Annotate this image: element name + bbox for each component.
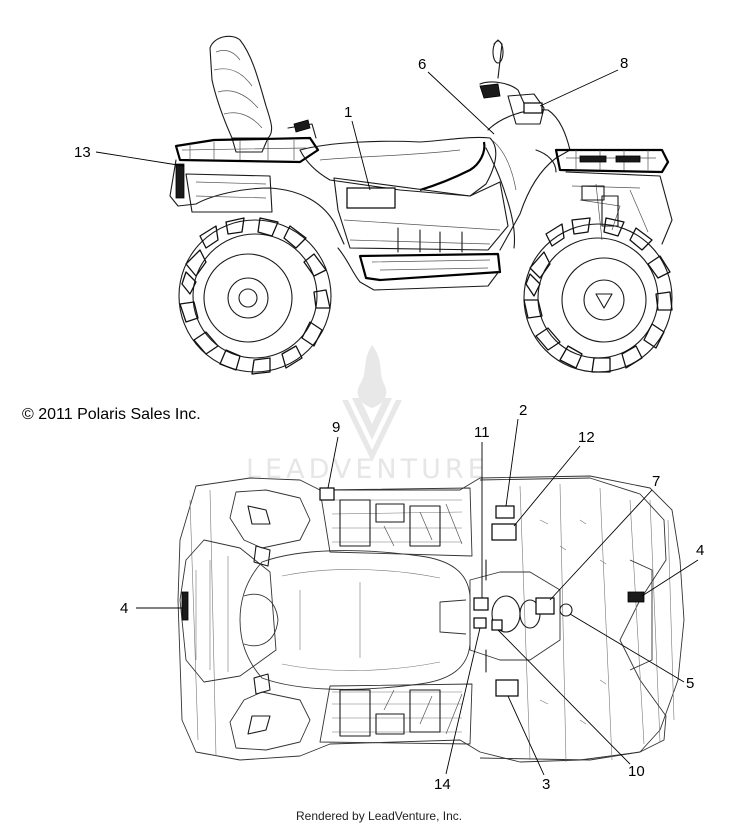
- callout-3: 3: [542, 776, 550, 793]
- top-callouts: 9 11 2 12 7 4 4 5 10 3 14: [120, 402, 704, 793]
- front-suspension: [565, 171, 673, 245]
- decal-11: [473, 597, 489, 611]
- decal-2: [495, 505, 515, 519]
- callout-6: 6: [418, 56, 426, 73]
- rear-rack: [174, 119, 320, 164]
- decal-7: [535, 597, 555, 615]
- handlebar: [479, 39, 545, 125]
- callout-5: 5: [686, 675, 694, 692]
- floorboard: [337, 227, 502, 291]
- callout-8: 8: [620, 55, 628, 72]
- decal-10: [491, 619, 503, 631]
- callout-10: 10: [628, 763, 645, 780]
- front-wheel: [523, 217, 673, 373]
- rear-wheel: [178, 217, 332, 375]
- callout-7: 7: [652, 473, 660, 490]
- decal-14: [473, 617, 487, 629]
- callout-14: 14: [434, 776, 451, 793]
- decal-4-right: [627, 591, 645, 603]
- rear-fender: [169, 159, 345, 245]
- decal-9: [319, 487, 335, 501]
- callout-11: 11: [474, 424, 490, 441]
- copyright-notice: © 2011 Polaris Sales Inc.: [22, 406, 201, 423]
- callout-13: 13: [74, 144, 91, 161]
- front-fender: [485, 109, 571, 251]
- passenger-backrest: [209, 35, 273, 153]
- decal-12: [491, 523, 517, 541]
- decal-4-left: [181, 591, 189, 621]
- atv-top-view: [177, 475, 685, 763]
- callout-1: 1: [344, 104, 352, 121]
- callout-12: 12: [578, 429, 595, 446]
- front-rack: [554, 148, 670, 174]
- main-seat: [299, 136, 497, 197]
- atv-side-view: [169, 35, 673, 375]
- callout-2: 2: [519, 402, 527, 419]
- callout-4-right: 4: [696, 542, 704, 559]
- decal-8: [523, 102, 543, 114]
- side-callouts: 1 6 8 13: [74, 55, 628, 191]
- callout-4-left: 4: [120, 600, 128, 617]
- leadventure-flame-logo: [342, 345, 402, 462]
- watermark-text: LEADVENTURE: [246, 454, 489, 485]
- callout-9: 9: [332, 419, 340, 436]
- decal-1: [346, 187, 396, 209]
- leadventure-watermark: LEADVENTURE: [246, 345, 489, 485]
- footer-credit: Rendered by LeadVenture, Inc.: [296, 809, 462, 823]
- decal-3: [495, 679, 519, 697]
